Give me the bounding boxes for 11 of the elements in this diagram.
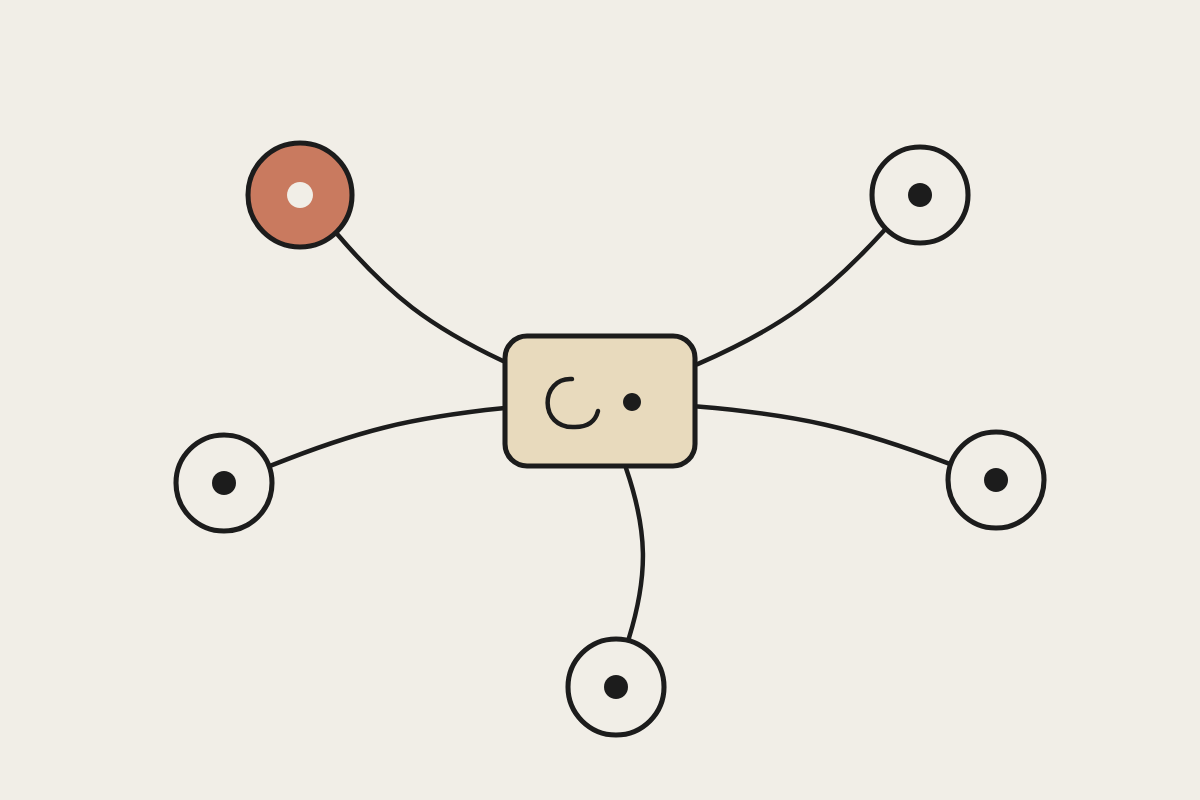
ring-node <box>945 429 1047 531</box>
connector-line <box>623 466 646 641</box>
ring-node <box>245 140 355 250</box>
connector-line <box>695 228 887 367</box>
ring-node <box>173 432 275 534</box>
connector-line <box>269 406 505 468</box>
connector-line <box>695 404 951 466</box>
ring-node <box>565 636 667 738</box>
center-box <box>502 333 698 469</box>
ring-node <box>869 144 971 246</box>
connector-line <box>335 232 505 364</box>
